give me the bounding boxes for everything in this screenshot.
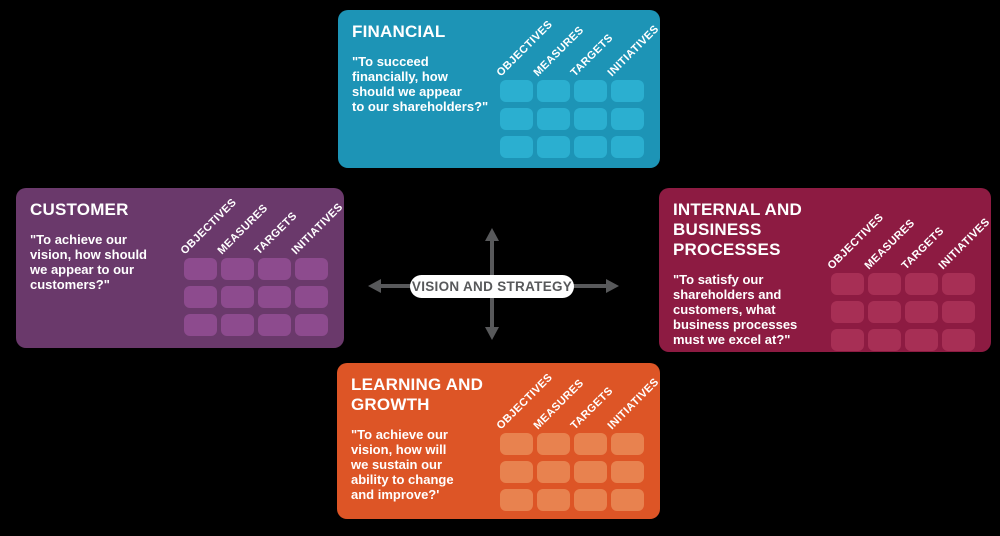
grid-cell [905, 273, 938, 295]
grid-cell [537, 489, 570, 511]
grid-cell [221, 258, 254, 280]
grid-cell [500, 489, 533, 511]
grid-cell [831, 273, 864, 295]
grid-cell [868, 273, 901, 295]
grid-cell [611, 108, 644, 130]
arrow-down-icon [485, 327, 499, 340]
grid-cell [295, 314, 328, 336]
scorecard-grid [184, 258, 328, 336]
grid-cell [537, 80, 570, 102]
grid-cell [942, 301, 975, 323]
grid-cell [611, 136, 644, 158]
grid-cell [574, 136, 607, 158]
grid-cell [295, 258, 328, 280]
arrow-up-icon [485, 228, 499, 241]
grid-cell [574, 108, 607, 130]
internal-text-column: INTERNAL AND BUSINESS PROCESSES "To sati… [673, 200, 878, 348]
grid-cell [868, 329, 901, 351]
grid-cell [500, 136, 533, 158]
grid-cell [905, 301, 938, 323]
vision-strategy-pill: VISION AND STRATEGY [410, 275, 574, 298]
grid-cell [295, 286, 328, 308]
grid-cell [611, 489, 644, 511]
grid-cell [258, 314, 291, 336]
grid-cell [574, 489, 607, 511]
grid-cell [831, 301, 864, 323]
panel-quote: "To satisfy our shareholders and custome… [673, 272, 798, 347]
grid-cell [537, 108, 570, 130]
financial-panel: FINANCIAL "To succeed financially, how s… [338, 10, 662, 168]
grid-cell [574, 461, 607, 483]
grid-cell [574, 80, 607, 102]
panel-quote: "To achieve our vision, how should we ap… [30, 232, 147, 292]
grid-cell [831, 329, 864, 351]
column-header-initiatives: INITIATIVES [936, 216, 993, 272]
grid-cell [184, 314, 217, 336]
panel-title: CUSTOMER [30, 200, 129, 219]
scorecard-grid [831, 273, 975, 351]
customer-text-column: CUSTOMER "To achieve our vision, how sho… [30, 200, 235, 293]
panel-title: INTERNAL AND BUSINESS PROCESSES [673, 200, 802, 260]
grid-cell [868, 301, 901, 323]
grid-cell [221, 286, 254, 308]
column-header-initiatives: INITIATIVES [605, 23, 662, 80]
grid-cell [905, 329, 938, 351]
vision-strategy-label: VISION AND STRATEGY [411, 279, 573, 294]
scorecard-grid [500, 433, 644, 511]
panel-title: LEARNING AND GROWTH [351, 375, 484, 415]
grid-cell [574, 433, 607, 455]
grid-cell [500, 433, 533, 455]
grid-cell [537, 433, 570, 455]
arrow-right-icon [606, 279, 619, 293]
grid-cell [500, 80, 533, 102]
scorecard-grid [500, 80, 644, 158]
arrow-left-icon [368, 279, 381, 293]
grid-cell [221, 314, 254, 336]
grid-cell [500, 108, 533, 130]
grid-cell [537, 461, 570, 483]
grid-cell [258, 286, 291, 308]
customer-panel: CUSTOMER "To achieve our vision, how sho… [16, 188, 346, 348]
grid-cell [942, 273, 975, 295]
column-header-initiatives: INITIATIVES [289, 201, 346, 257]
grid-cell [258, 258, 291, 280]
grid-cell [184, 258, 217, 280]
panel-quote: "To achieve our vision, how will we sust… [351, 427, 454, 502]
grid-cell [611, 433, 644, 455]
learning-growth-panel: LEARNING AND GROWTH "To achieve our visi… [337, 363, 662, 519]
grid-cell [611, 461, 644, 483]
grid-cell [942, 329, 975, 351]
panel-title: FINANCIAL [352, 22, 446, 41]
learning-text-column: LEARNING AND GROWTH "To achieve our visi… [351, 375, 556, 503]
internal-processes-panel: INTERNAL AND BUSINESS PROCESSES "To sati… [659, 188, 993, 352]
financial-text-column: FINANCIAL "To succeed financially, how s… [352, 22, 557, 115]
grid-cell [611, 80, 644, 102]
grid-cell [500, 461, 533, 483]
grid-cell [184, 286, 217, 308]
column-header-initiatives: INITIATIVES [605, 376, 662, 432]
panel-quote: "To succeed financially, how should we a… [352, 54, 489, 114]
grid-cell [537, 136, 570, 158]
